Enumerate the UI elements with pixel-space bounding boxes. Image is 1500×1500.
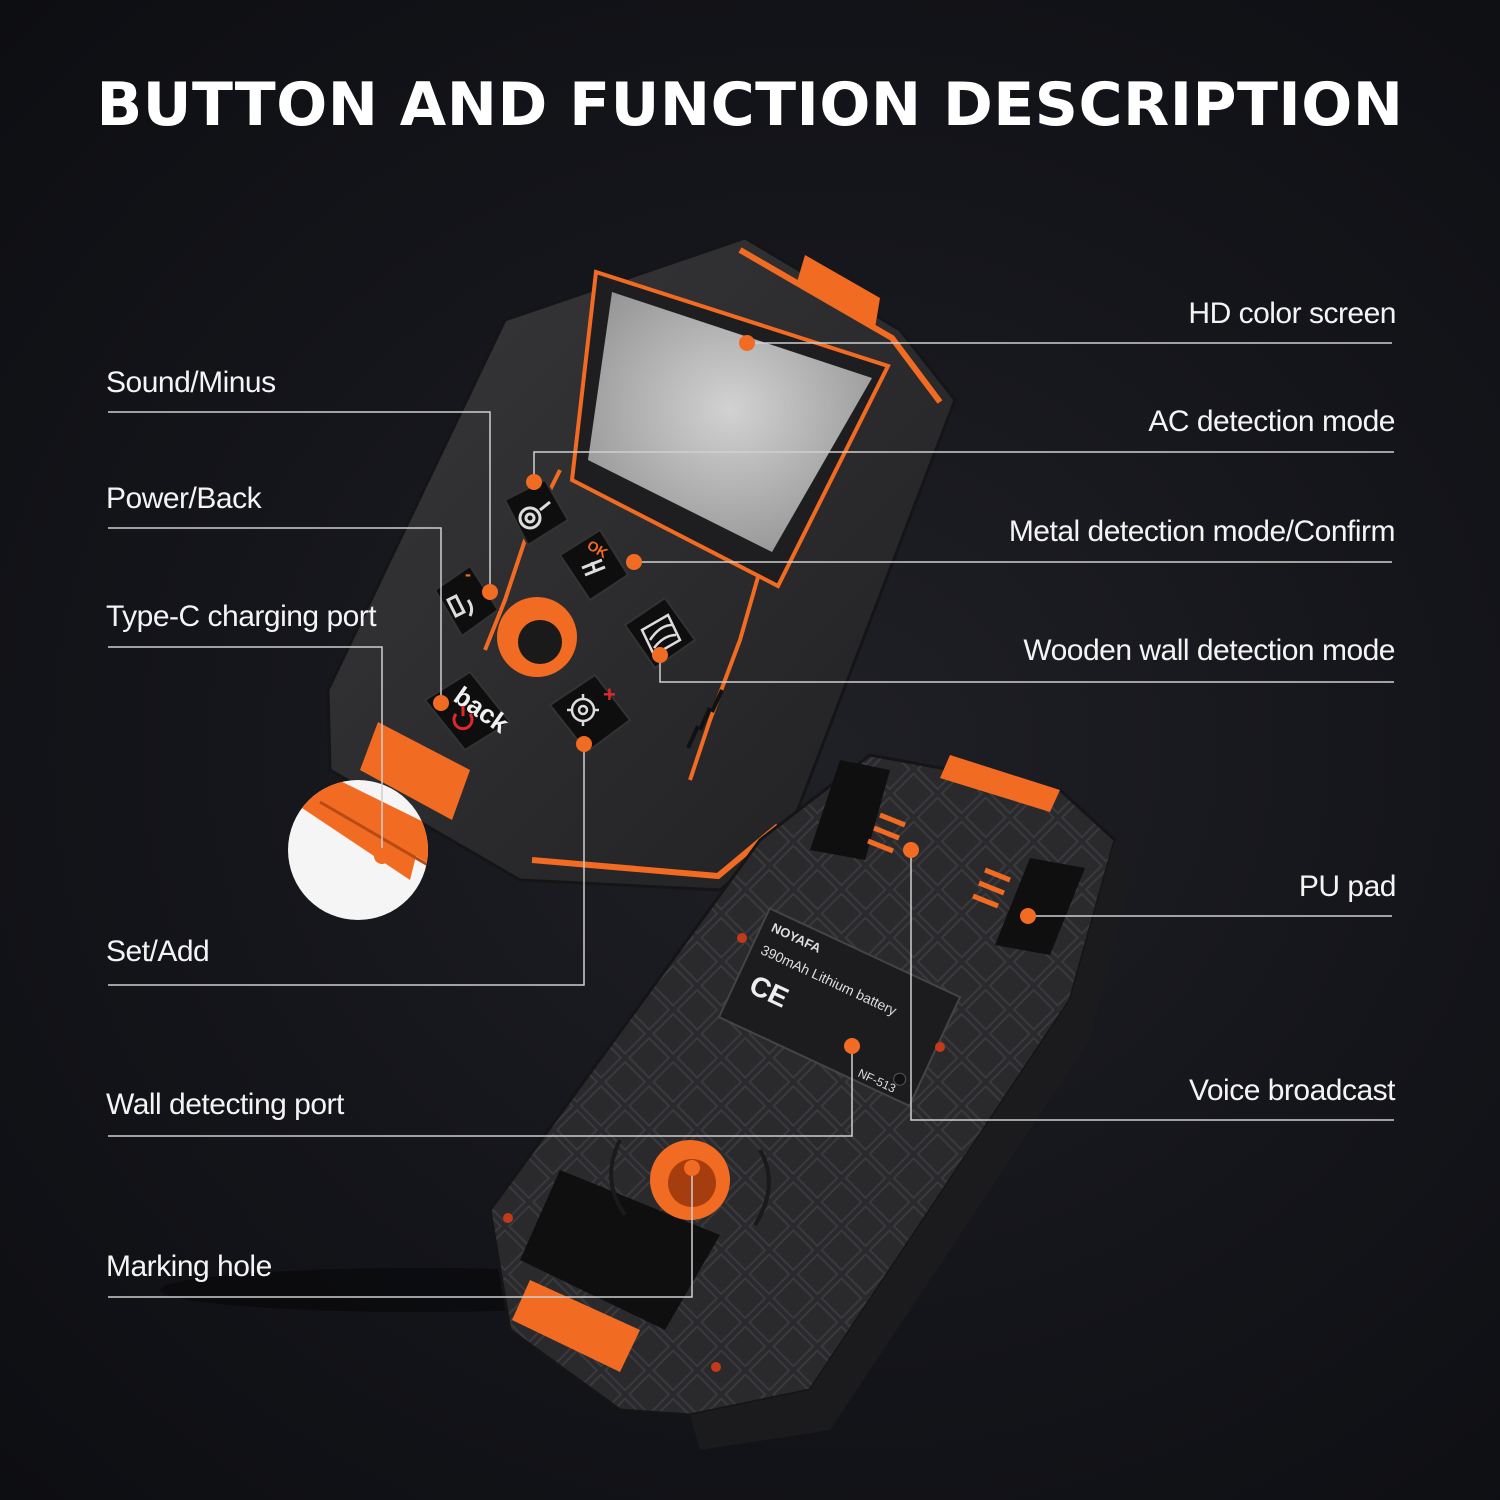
label-wall-detecting-port: Wall detecting port <box>106 1088 344 1121</box>
label-pu-pad: PU pad <box>1298 870 1397 903</box>
metal-detection-icon <box>581 558 606 577</box>
label-marking-hole: Marking hole <box>106 1250 272 1283</box>
back-device: NOYAFA 390mAh Lithium battery CE NF-513 <box>160 753 1130 1450</box>
pu-pad-bottom <box>520 1170 720 1330</box>
page-title: BUTTON AND FUNCTION DESCRIPTION <box>96 70 1404 140</box>
bumper-top <box>797 255 880 328</box>
power-icon <box>452 706 474 731</box>
sound-icon <box>445 593 474 619</box>
label-voice-broadcast: Voice broadcast <box>1189 1074 1395 1107</box>
gear-icon <box>567 694 599 726</box>
wood-detection-icon <box>640 613 682 657</box>
speaker-grill <box>867 812 1011 909</box>
label-set-add: Set/Add <box>106 935 210 968</box>
ac-detection-icon <box>518 500 551 530</box>
leader-set-add <box>108 744 585 986</box>
leader-lines <box>108 342 1394 1298</box>
leader-voice <box>910 850 1394 1121</box>
label-power-back: Power/Back <box>106 482 262 515</box>
callout-dots <box>374 335 1036 1176</box>
ac-detection-button[interactable] <box>503 478 570 547</box>
minus-text: - <box>465 564 471 584</box>
label-sound-minus: Sound/Minus <box>106 366 276 399</box>
pu-pad-right <box>995 858 1085 955</box>
type-c-port-zoom <box>288 780 428 920</box>
label-hd-color-screen: HD color screen <box>1188 297 1396 330</box>
leader-sound-minus <box>108 411 491 592</box>
hd-screen <box>588 292 872 552</box>
leader-wood-mode <box>659 655 1394 683</box>
plus-text: + <box>603 682 616 707</box>
metal-detection-button[interactable]: OK <box>558 528 630 602</box>
leader-power-back <box>108 527 442 703</box>
sound-minus-button[interactable]: - <box>433 564 500 638</box>
label-metal-detection-mode: Metal detection mode/Confirm <box>1008 515 1396 548</box>
label-type-c-port: Type-C charging port <box>106 600 377 633</box>
pu-pad-top-left <box>810 760 890 860</box>
wood-detection-button[interactable] <box>623 596 697 670</box>
label-ac-detection-mode: AC detection mode <box>1148 405 1395 438</box>
leader-marking-hole <box>108 1168 693 1298</box>
leader-ac-mode <box>533 451 1394 482</box>
leader-wall-port <box>108 1046 853 1137</box>
leader-type-c <box>108 646 383 855</box>
bumper-bottom <box>360 722 470 820</box>
set-add-button[interactable]: + <box>548 673 632 754</box>
label-wooden-wall-mode: Wooden wall detection mode <box>1023 634 1395 667</box>
